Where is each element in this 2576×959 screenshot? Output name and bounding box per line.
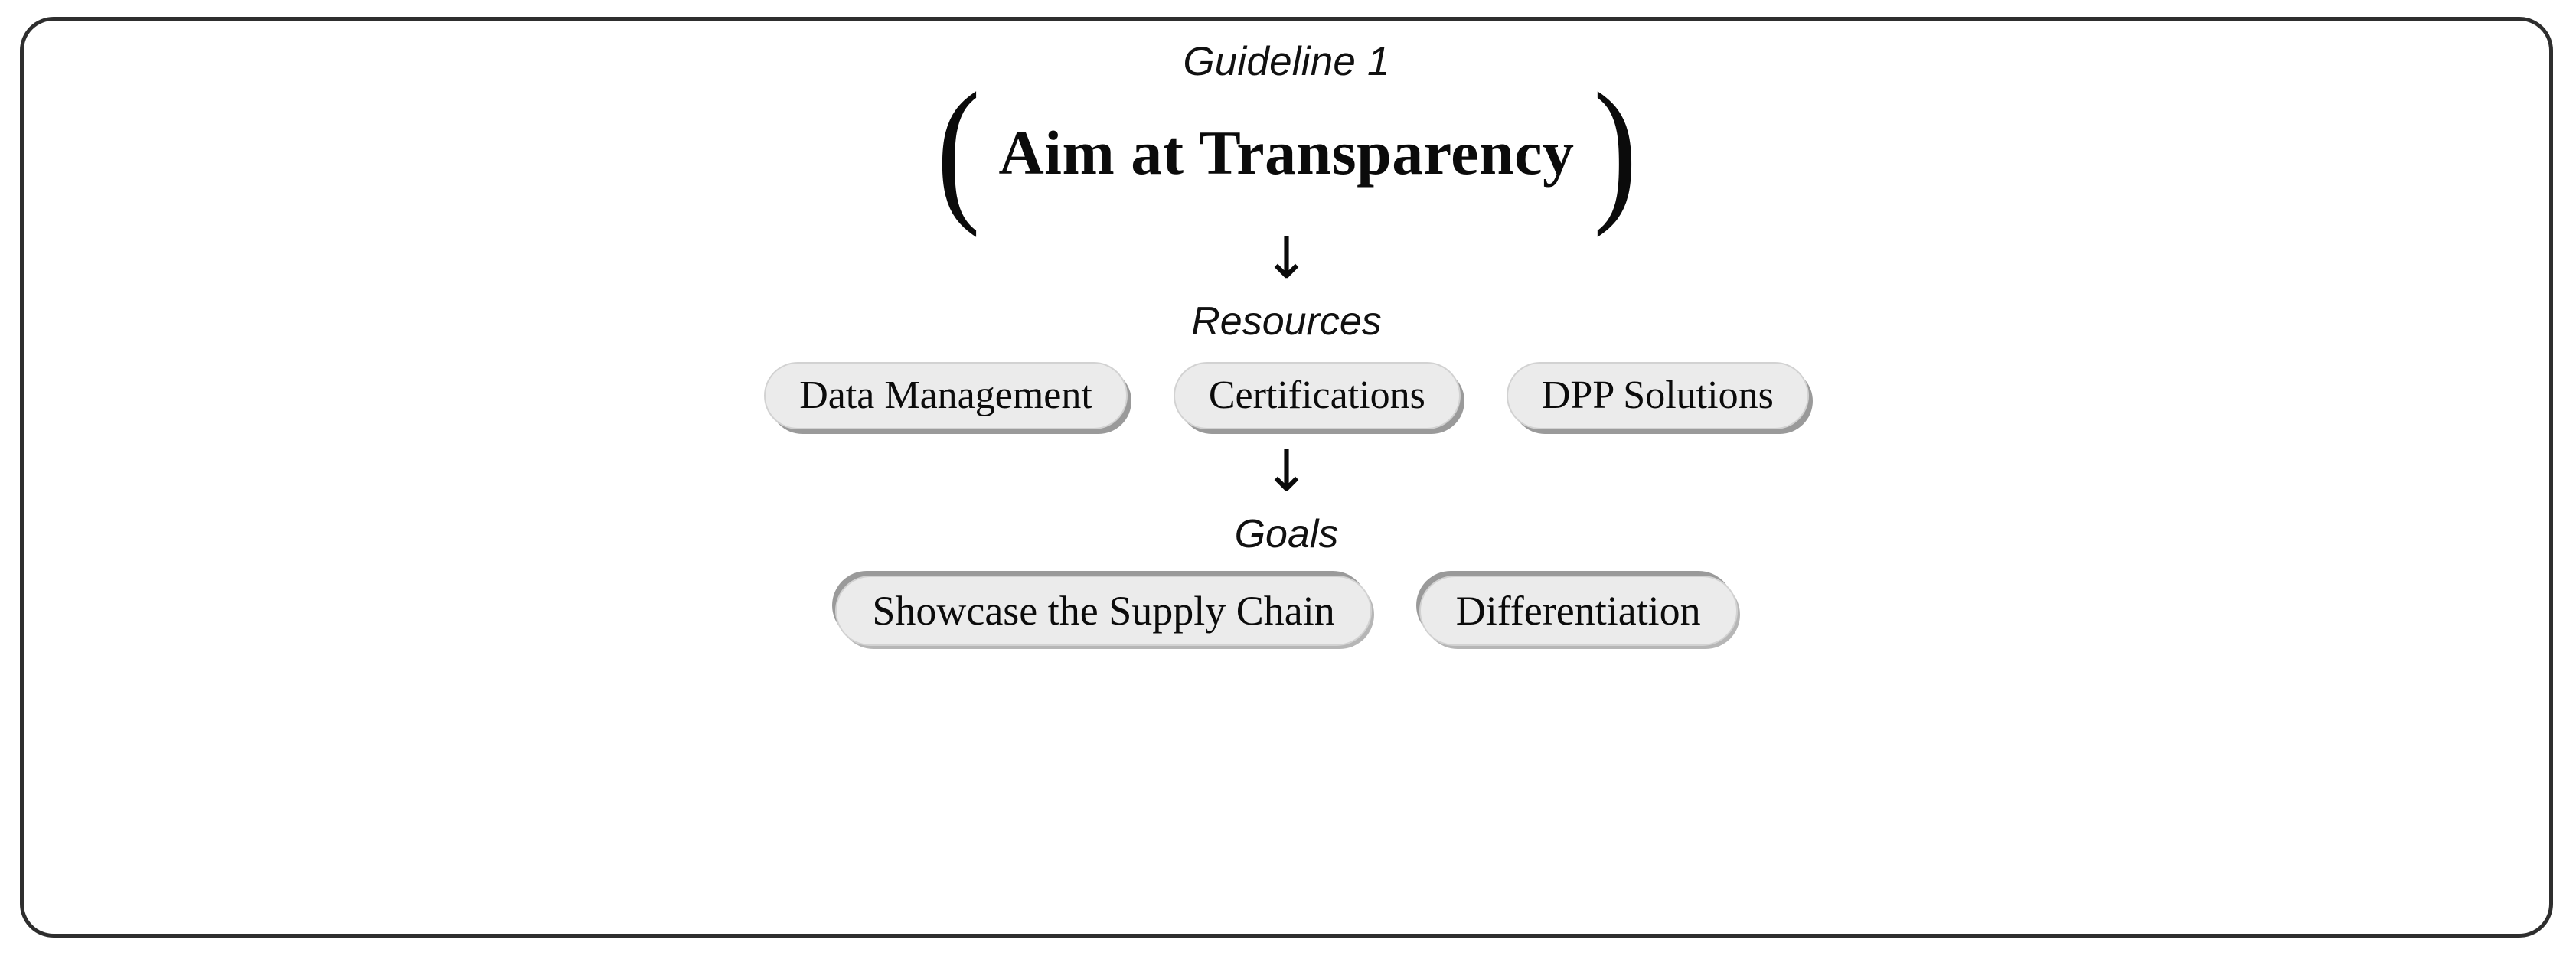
guideline-title: Aim at Transparency bbox=[998, 117, 1575, 188]
close-parenthesis-icon: ) bbox=[1592, 60, 1637, 238]
resources-pill-row: Data Management Certifications DPP Solut… bbox=[764, 362, 1809, 430]
resource-pill-label: Certifications bbox=[1208, 373, 1425, 418]
goal-pill[interactable]: Showcase the Supply Chain bbox=[835, 575, 1372, 646]
down-arrow-icon: ↓ bbox=[1262, 225, 1311, 292]
guideline-card-content: Guideline 1 ( Aim at Transparency ) ↓ Re… bbox=[24, 21, 2549, 934]
goal-pill-label: Differentiation bbox=[1455, 587, 1701, 634]
open-parenthesis-icon: ( bbox=[935, 60, 981, 238]
guideline-eyebrow-label: Guideline 1 bbox=[1183, 39, 1390, 84]
resource-pill-label: DPP Solutions bbox=[1541, 373, 1774, 418]
down-arrow-icon: ↓ bbox=[1262, 439, 1311, 505]
resource-pill[interactable]: Certifications bbox=[1173, 362, 1461, 430]
section-label-goals: Goals bbox=[1234, 512, 1339, 557]
resource-pill[interactable]: DPP Solutions bbox=[1506, 362, 1809, 430]
goal-pill-label: Showcase the Supply Chain bbox=[872, 587, 1335, 634]
resource-pill[interactable]: Data Management bbox=[764, 362, 1128, 430]
resource-pill-label: Data Management bbox=[799, 373, 1092, 418]
section-label-resources: Resources bbox=[1191, 298, 1382, 344]
goal-pill[interactable]: Differentiation bbox=[1419, 575, 1738, 646]
guideline-title-row: ( Aim at Transparency ) bbox=[932, 69, 1642, 230]
goals-pill-row: Showcase the Supply Chain Differentiatio… bbox=[835, 575, 1738, 646]
guideline-card-frame: Guideline 1 ( Aim at Transparency ) ↓ Re… bbox=[20, 17, 2553, 938]
